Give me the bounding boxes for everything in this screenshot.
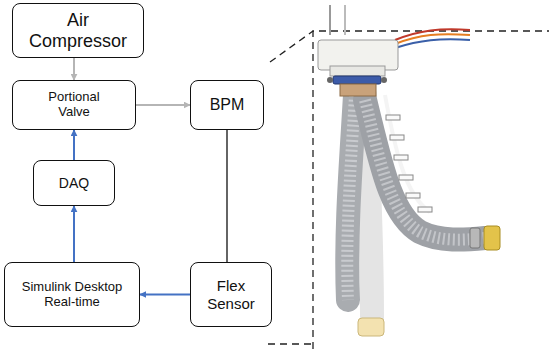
bent-tube	[365, 100, 485, 240]
process-box: Simulink Desktop Real-time	[4, 262, 140, 327]
hose-clamp	[470, 228, 480, 248]
box-label: Air Compressor	[18, 10, 138, 51]
process-box: DAQ	[33, 160, 115, 206]
connector-arrow	[73, 58, 75, 80]
mount-plate	[330, 66, 385, 76]
box-label: Simulink Desktop Real-time	[13, 280, 131, 310]
end-cap	[484, 226, 500, 250]
screw	[327, 77, 333, 83]
sensor-clips	[386, 115, 432, 212]
tube-weave	[365, 100, 485, 240]
connector-arrow	[73, 130, 75, 160]
zoom-leader	[270, 31, 313, 62]
box-label: Flex Sensor	[196, 277, 266, 312]
connector	[340, 84, 376, 96]
process-box: Portional Valve	[12, 80, 136, 130]
box-label: BPM	[210, 96, 245, 114]
process-box: Flex Sensor	[190, 262, 272, 327]
zoom-frame	[313, 31, 549, 349]
screw	[381, 77, 387, 83]
connector-arrow	[226, 130, 227, 262]
end-cap	[358, 318, 384, 336]
tube	[347, 95, 355, 300]
blue-band	[333, 76, 381, 84]
connector-arrow	[136, 104, 190, 106]
tube-weave	[347, 95, 355, 300]
connector-arrow	[140, 294, 190, 296]
flex-strip	[385, 95, 430, 212]
process-box: BPM	[190, 80, 264, 130]
process-box: Air Compressor	[12, 3, 144, 58]
box-label: DAQ	[59, 175, 89, 191]
zoom-leader	[268, 343, 313, 344]
connector-arrow	[73, 206, 75, 262]
box-label: Portional Valve	[39, 90, 109, 120]
